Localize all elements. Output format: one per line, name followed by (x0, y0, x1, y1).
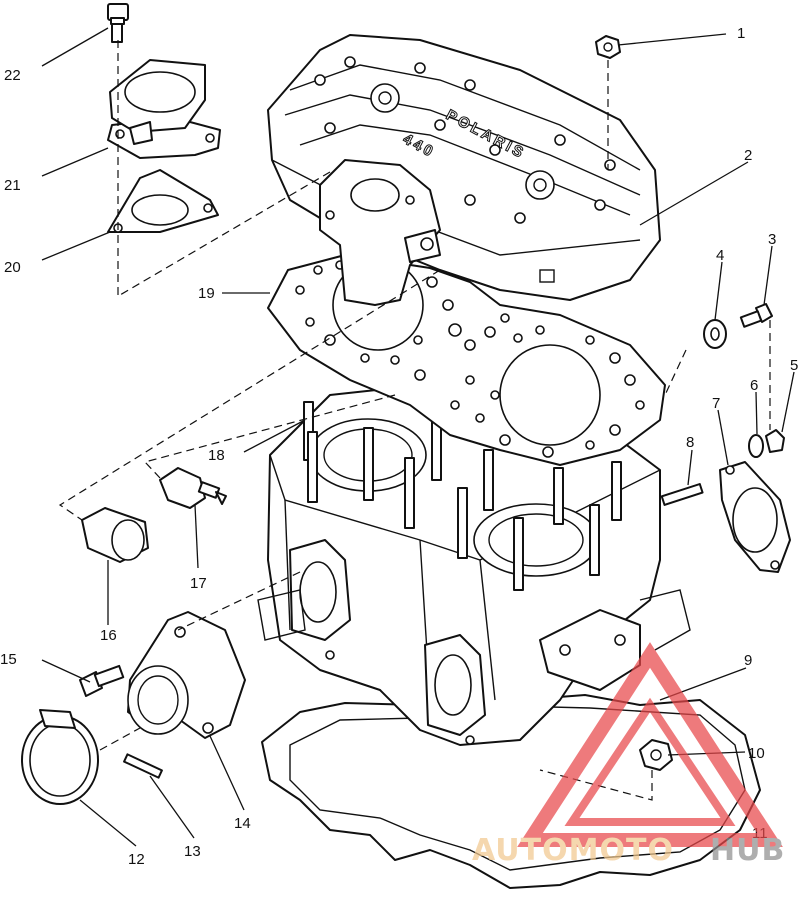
outlet-bolt (107, 3, 129, 43)
watermark-triangle-outer (517, 642, 783, 847)
callout-19: 19 (198, 285, 215, 302)
callout-6: 6 (750, 377, 758, 394)
watermark-triangle-inner (564, 697, 736, 826)
base-nut (639, 739, 673, 771)
cover-nut (595, 35, 621, 59)
callout-21: 21 (4, 177, 21, 194)
coolant-sleeve (81, 507, 149, 563)
outlet-elbow (107, 59, 221, 159)
leader-lines (41, 27, 795, 847)
callout-1: 1 (737, 25, 745, 42)
callout-7: 7 (712, 395, 720, 412)
exhaust-stud (660, 483, 704, 506)
callout-10: 10 (748, 745, 765, 762)
callout-18: 18 (208, 447, 225, 464)
callout-20: 20 (4, 259, 21, 276)
adapter-screw (79, 664, 125, 697)
cylinder-studs (303, 397, 622, 591)
watermark-logo: AUTOMOTO HUB (472, 642, 785, 868)
intake-adapter (127, 611, 246, 739)
callout-13: 13 (184, 843, 201, 860)
callout-4: 4 (716, 247, 724, 264)
flat-washer (748, 434, 764, 458)
callout-5: 5 (790, 357, 798, 374)
alignment-lines (58, 40, 771, 801)
sealing-washer (703, 319, 727, 349)
watermark-word-secondary: HUB (710, 833, 785, 868)
callout-17: 17 (190, 575, 207, 592)
temp-bolt (739, 303, 773, 328)
callout-2: 2 (744, 147, 752, 164)
callout-12: 12 (128, 851, 145, 868)
callout-9: 9 (744, 652, 752, 669)
exhaust-gasket (719, 461, 791, 573)
flange-nut (765, 429, 785, 453)
callout-16: 16 (100, 627, 117, 644)
intake-clamp (21, 709, 99, 805)
thermostat-housing (319, 159, 441, 306)
callout-numbers: 1 2 3 4 5 6 7 8 9 10 11 12 13 14 15 16 1… (0, 25, 798, 868)
callout-14: 14 (234, 815, 251, 832)
callout-3: 3 (768, 231, 776, 248)
outlet-gasket (107, 169, 219, 233)
temp-sensor (159, 467, 227, 509)
callout-8: 8 (686, 434, 694, 451)
callout-15: 15 (0, 651, 17, 668)
clamp-screw (123, 753, 163, 779)
callout-22: 22 (4, 67, 21, 84)
watermark-word-primary: AUTOMOTO (472, 833, 674, 868)
